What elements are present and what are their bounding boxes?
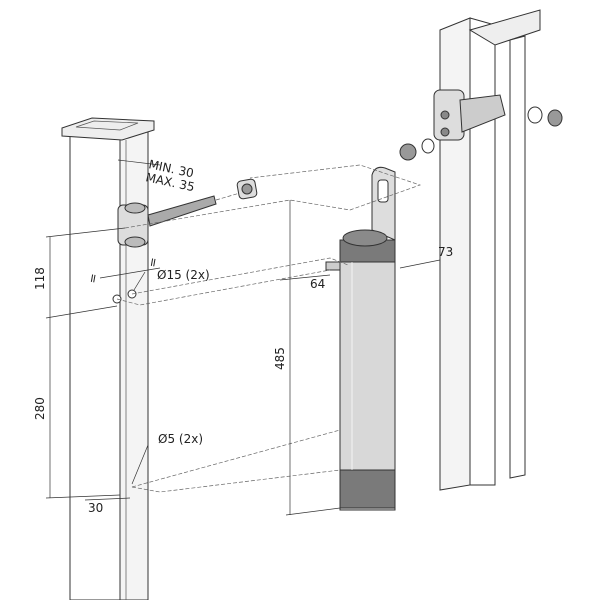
hole-15-label: Ø15 (2x) bbox=[157, 268, 210, 282]
equal-mark-right: = bbox=[145, 256, 161, 268]
right-post bbox=[433, 9, 541, 491]
equal-mark-left: = bbox=[85, 272, 101, 284]
left-post bbox=[61, 117, 155, 600]
washers-right bbox=[527, 106, 563, 127]
dimension-30: 30 bbox=[88, 501, 103, 515]
washers-left bbox=[399, 138, 435, 161]
dimension-118: 118 bbox=[33, 267, 47, 290]
dimension-lines bbox=[45, 159, 441, 516]
gate-closer bbox=[325, 166, 396, 511]
dimension-280: 280 bbox=[33, 397, 47, 420]
hole-5-label: Ø5 (2x) bbox=[158, 432, 203, 446]
dimension-64: 64 bbox=[310, 277, 325, 291]
hinge-bolt bbox=[117, 189, 251, 248]
square-nut bbox=[236, 178, 258, 200]
dimension-485: 485 bbox=[273, 347, 287, 370]
dimension-73: 73 bbox=[438, 245, 453, 259]
